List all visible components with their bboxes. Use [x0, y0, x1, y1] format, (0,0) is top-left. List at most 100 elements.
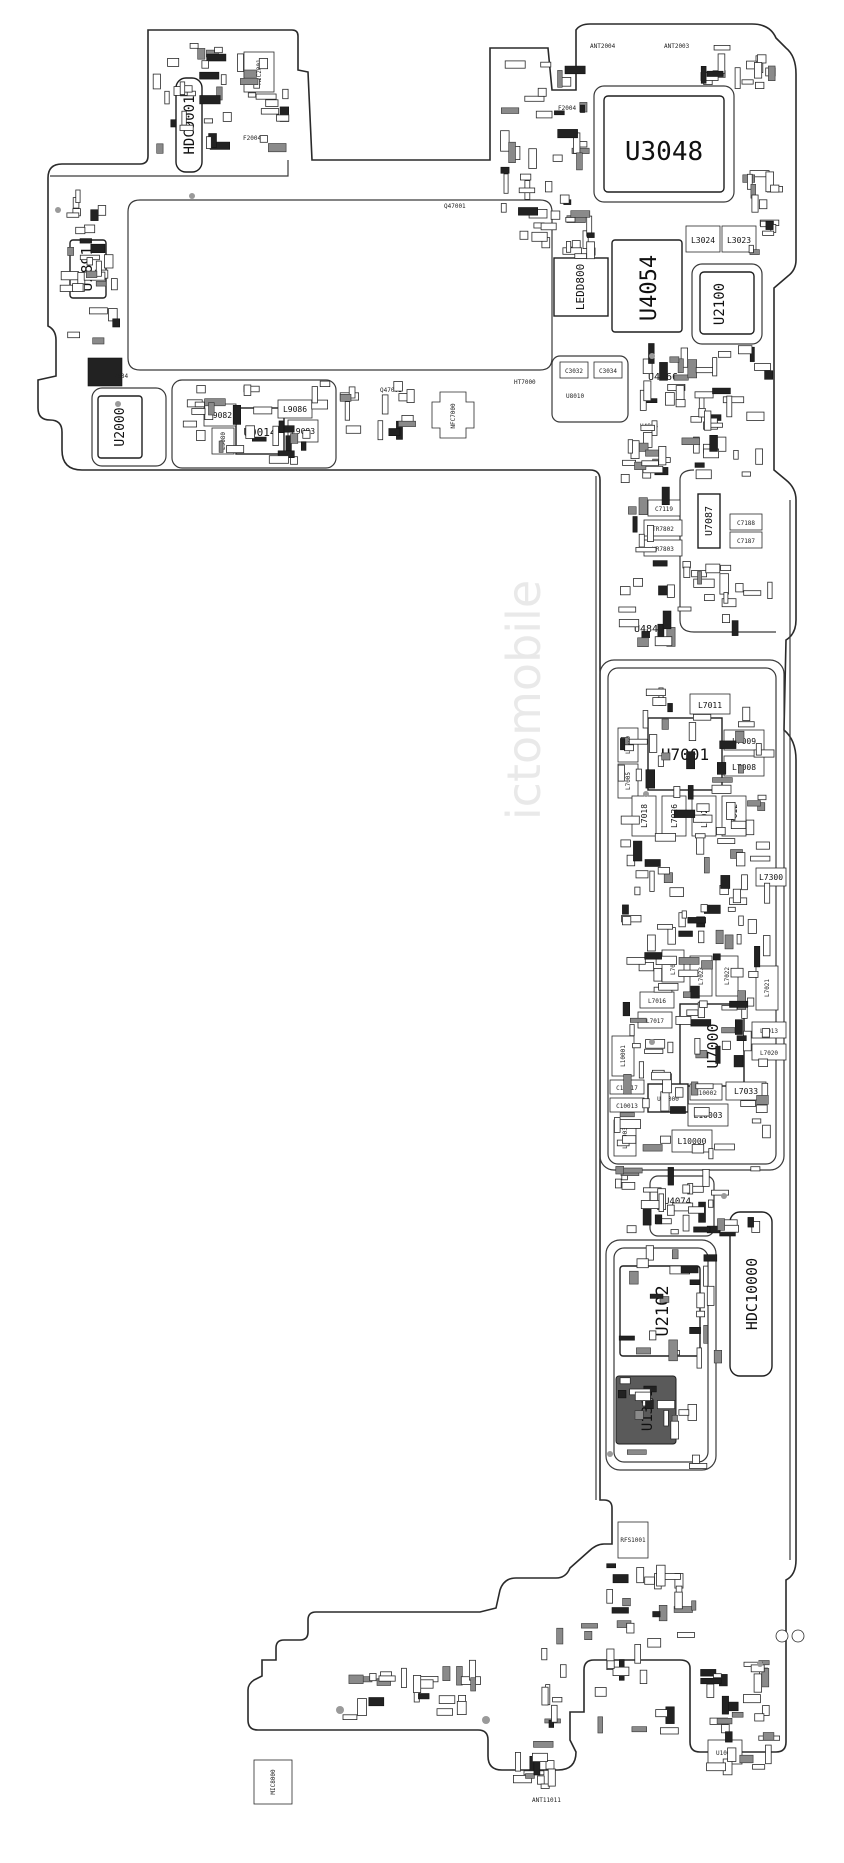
smd-component	[645, 769, 656, 789]
small-parts	[59, 43, 783, 1789]
smd-component	[669, 356, 680, 363]
smd-component	[652, 560, 668, 567]
smd-component	[768, 65, 776, 81]
smd-component	[552, 1697, 563, 1703]
smd-component	[765, 1744, 772, 1765]
smd-component	[622, 1167, 643, 1174]
smd-component	[636, 1567, 645, 1584]
smd-component	[723, 592, 729, 604]
smd-component	[658, 445, 667, 466]
smd-component	[670, 1420, 679, 1440]
smd-component	[762, 230, 775, 236]
smd-component	[698, 930, 705, 944]
smd-component	[541, 1648, 548, 1661]
smd-component	[686, 751, 695, 770]
smd-component	[629, 1270, 639, 1285]
label-l3023: L3023	[727, 236, 751, 245]
part-c7187	[729, 531, 763, 549]
smd-component	[533, 1759, 541, 1776]
smd-component	[642, 1144, 663, 1152]
label-l10001: L10001	[620, 1045, 627, 1067]
smd-component	[528, 148, 537, 169]
smd-component	[75, 226, 86, 235]
smd-component	[717, 1218, 725, 1231]
smd-component	[640, 1200, 660, 1210]
smd-component	[653, 968, 663, 982]
smd-component	[638, 1061, 644, 1079]
smd-component	[624, 744, 634, 752]
smd-component	[540, 222, 557, 231]
smd-component	[401, 414, 414, 422]
smd-component	[754, 1713, 765, 1722]
smd-component	[721, 598, 737, 608]
smd-component	[634, 1410, 644, 1420]
label-u2102: U2102	[653, 1285, 673, 1336]
smd-component	[606, 1660, 615, 1669]
smd-component	[95, 281, 107, 287]
smd-component	[742, 706, 751, 722]
smd-component	[520, 173, 532, 181]
label-hdc10000: HDC10000	[743, 1258, 761, 1330]
smd-component	[258, 58, 268, 70]
smd-component	[687, 917, 706, 924]
smd-component	[562, 247, 582, 255]
smd-component	[689, 1463, 708, 1470]
smd-component	[642, 358, 653, 375]
smd-component	[255, 93, 277, 100]
smd-component	[398, 420, 416, 427]
shield-u2000-area	[91, 387, 167, 467]
smd-component	[669, 887, 685, 897]
smd-component	[537, 1775, 545, 1785]
smd-component	[500, 203, 507, 213]
smd-component	[628, 506, 637, 515]
smd-component	[619, 1119, 642, 1129]
smd-component	[736, 1035, 747, 1041]
chip-u4054	[611, 239, 683, 333]
smd-component	[694, 1038, 701, 1055]
smd-component	[737, 990, 747, 1010]
mount-hole	[775, 1629, 789, 1643]
frame-line-left	[50, 160, 289, 177]
chip-u7087	[697, 493, 721, 549]
smd-component	[678, 1409, 690, 1416]
smd-component	[243, 69, 257, 78]
smd-component	[759, 199, 768, 210]
part-l7011	[689, 693, 731, 715]
smd-component	[645, 1399, 654, 1410]
smd-component	[540, 61, 552, 68]
smd-component	[725, 1731, 733, 1743]
smd-component	[730, 820, 747, 830]
smd-component	[747, 800, 761, 807]
smd-component	[762, 1732, 775, 1741]
part-c3032	[559, 361, 589, 379]
smd-component	[696, 1310, 705, 1318]
smd-component	[752, 1764, 766, 1770]
smd-component	[559, 194, 570, 204]
smd-component	[695, 469, 712, 480]
smd-component	[656, 1564, 666, 1587]
smd-component	[726, 395, 733, 418]
smd-component	[657, 1400, 676, 1410]
smd-component	[677, 358, 684, 373]
smd-component	[668, 1339, 678, 1362]
smd-component	[657, 924, 674, 930]
label-l10002: L10002	[695, 1090, 717, 1097]
smd-component	[714, 1143, 735, 1151]
smd-component	[618, 606, 637, 613]
smd-component	[683, 566, 691, 578]
smd-component	[618, 1335, 635, 1341]
smd-component	[564, 65, 586, 75]
smd-component	[253, 406, 273, 415]
smd-component	[640, 424, 655, 431]
label-u4843: U4843	[634, 624, 664, 635]
smd-component	[586, 241, 595, 260]
smd-component	[554, 110, 565, 116]
smd-component	[638, 962, 654, 972]
smd-component	[619, 1112, 635, 1118]
smd-component	[84, 224, 96, 234]
smd-component	[622, 1135, 637, 1144]
smd-component	[205, 136, 212, 149]
smd-component	[721, 1040, 731, 1050]
smd-component	[691, 1600, 697, 1611]
part-c3034	[593, 361, 623, 379]
